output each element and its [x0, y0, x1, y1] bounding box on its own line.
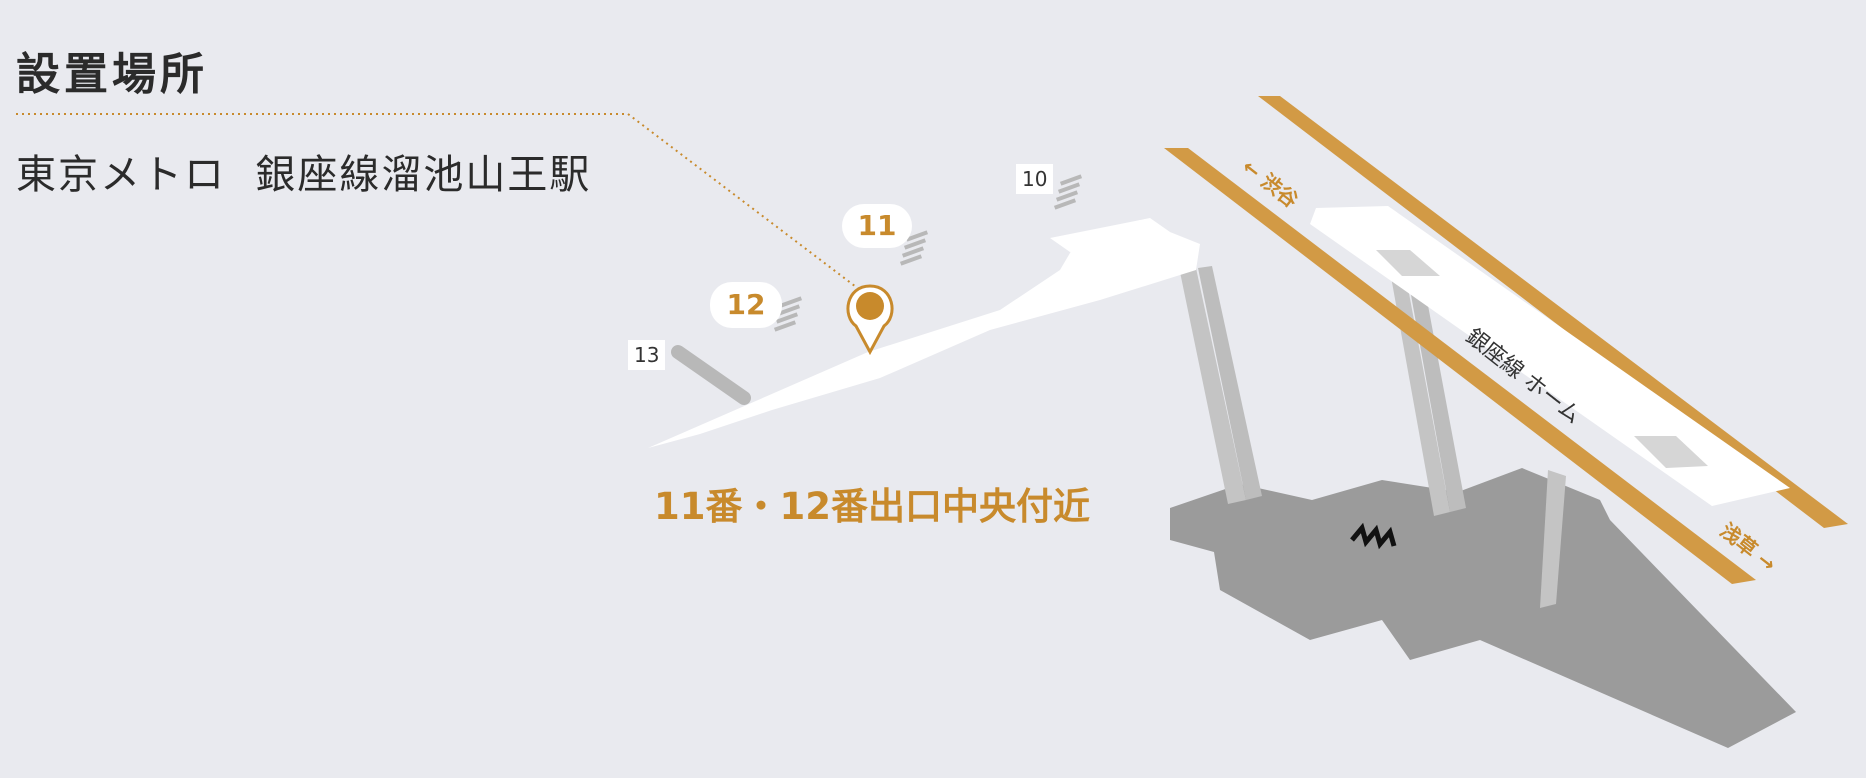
exit-stairs-13 [671, 345, 751, 405]
leader-line [16, 113, 869, 297]
exit-label-13: 13 [628, 340, 666, 370]
exit-label-10: 10 [1016, 164, 1054, 194]
metro-logo-icon [1350, 522, 1397, 550]
exit-label-11: 11 [842, 204, 912, 248]
location-label: 11番・12番出口中央付近 [654, 485, 1090, 528]
escalator-left [1180, 268, 1246, 504]
concourse [648, 220, 1200, 448]
exit-stairs-10 [1053, 174, 1083, 210]
exit-stairs-12 [773, 296, 803, 332]
location-pin-icon [846, 284, 894, 356]
exit-label-12: 12 [710, 282, 782, 328]
track-top [1258, 96, 1848, 528]
stairs-right [1540, 470, 1566, 608]
track-bottom [1164, 148, 1756, 584]
station-name: 東京メトロ 銀座線溜池山王駅 [16, 152, 592, 198]
platform [1310, 206, 1790, 506]
exit-stairs-11 [899, 230, 929, 266]
lower-floor [1170, 468, 1796, 748]
section-heading: 設置場所 [16, 49, 208, 100]
